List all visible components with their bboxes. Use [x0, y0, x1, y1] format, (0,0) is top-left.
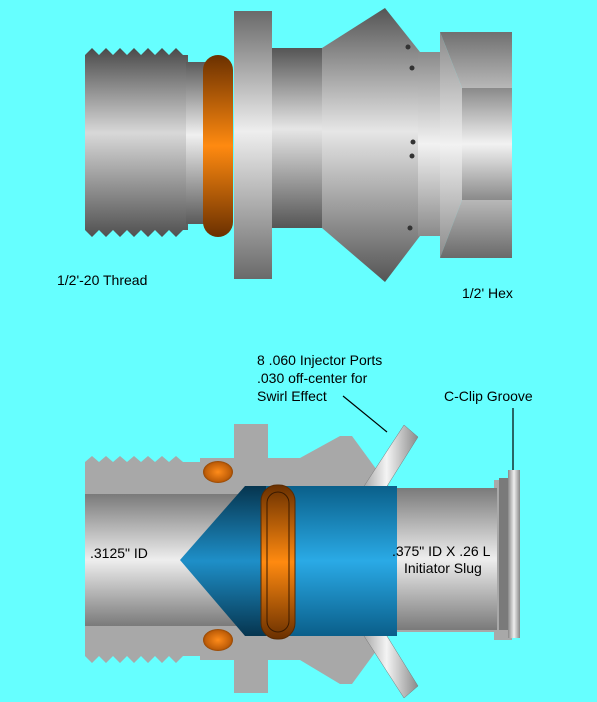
port-dot-1: [405, 44, 411, 50]
bore-right: [385, 488, 497, 630]
c-clip: [508, 470, 520, 638]
thread-label: 1/2'-20 Thread: [57, 272, 148, 288]
o-ring-top: [203, 55, 233, 237]
ports-label-line1: 8 .060 Injector Ports: [257, 352, 383, 368]
bore-id-label: .3125" ID: [90, 545, 148, 561]
cclip-label: C-Clip Groove: [444, 388, 533, 404]
flange: [234, 11, 272, 279]
slug-o-ring: [260, 484, 296, 640]
hex-label: 1/2' Hex: [462, 285, 513, 301]
slug-label-line1: .375" ID X .26 L: [392, 543, 491, 559]
port-dot-3: [410, 139, 416, 145]
o-ring-section-bottom: [203, 629, 233, 651]
ports-label-line2: .030 off-center for: [257, 370, 368, 386]
port-dot-2: [409, 65, 415, 71]
ports-label-line3: Swirl Effect: [257, 388, 327, 404]
thread-relief-groove: [186, 62, 206, 224]
initiator-slug-tip: [180, 486, 266, 636]
external-view: [85, 8, 512, 282]
cone-body: [322, 8, 420, 282]
slug-label-line2: Initiator Slug: [404, 560, 482, 576]
section-view: [85, 395, 520, 699]
port-dot-4: [409, 153, 415, 159]
thread-section: [85, 48, 188, 237]
port-dot-5: [407, 225, 413, 231]
leader-ports: [342, 395, 388, 433]
hex-body: [418, 32, 512, 258]
neck: [272, 48, 324, 228]
o-ring-section-top: [203, 461, 233, 483]
